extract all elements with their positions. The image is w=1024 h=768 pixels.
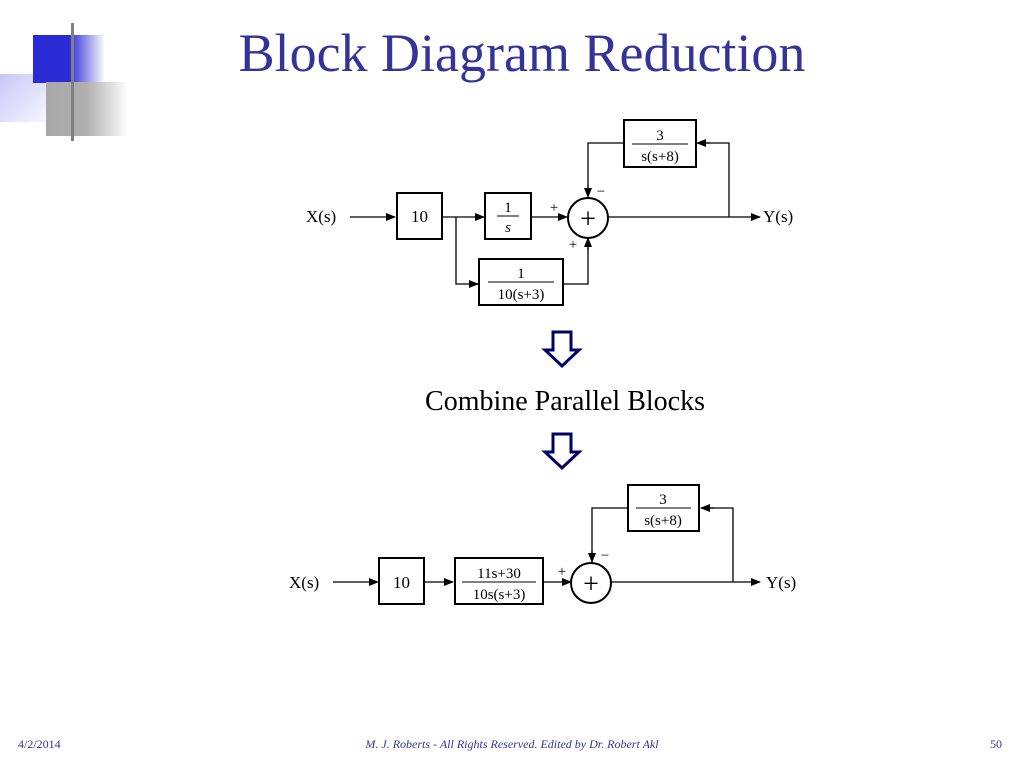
top-parallel-num: 1	[517, 266, 525, 282]
footer-copyright: M. J. Roberts - All Rights Reserved. Edi…	[365, 737, 659, 751]
logo-blue-square	[33, 35, 105, 83]
top-input-label: X(s)	[306, 207, 336, 226]
bottom-combined-num: 11s+30	[477, 566, 521, 582]
top-feedback-line	[700, 142, 730, 217]
down-arrow-icon	[541, 330, 583, 369]
top-diagram: X(s) 10 1 s 1 10(s+3) + + − + Y(s) 3 s(s…	[306, 119, 793, 306]
top-parallel-to-summer-line	[563, 242, 589, 285]
bottom-feedback-num: 3	[659, 492, 667, 508]
top-summer-sign-top: −	[597, 184, 605, 200]
top-summer-sign-left: +	[550, 200, 558, 216]
down-arrow-2	[541, 432, 583, 471]
top-gain-block	[396, 192, 443, 240]
bottom-feedback-line	[704, 507, 734, 582]
down-arrow-1	[541, 330, 583, 369]
top-integrator-den: s	[505, 220, 511, 236]
down-arrow-icon	[541, 432, 583, 471]
top-parallel-block	[478, 258, 564, 306]
top-parallel-den: 10(s+3)	[498, 287, 545, 303]
top-integrator-block	[484, 192, 532, 240]
logo-gray-square	[46, 82, 128, 136]
bottom-output-label: Y(s)	[766, 573, 796, 592]
top-feedback-return-line	[587, 142, 624, 194]
step-caption: Combine Parallel Blocks	[425, 386, 705, 417]
bottom-summing-junction	[570, 562, 612, 604]
top-parallel-branch-line	[455, 217, 478, 285]
bottom-gain-block	[378, 557, 425, 605]
bottom-combined-block	[454, 557, 544, 605]
bottom-input-label: X(s)	[289, 573, 319, 592]
top-gain-label: 10	[411, 207, 428, 226]
footer-date: 4/2/2014	[18, 737, 61, 751]
bottom-summer-sign-left: +	[558, 564, 566, 580]
bottom-feedback-return-line	[591, 507, 628, 559]
slide-title: Block Diagram Reduction	[238, 23, 806, 83]
bottom-feedback-den: s(s+8)	[644, 513, 682, 529]
top-summer-symbol: +	[580, 204, 596, 235]
bottom-combined-den: 10s(s+3)	[473, 587, 526, 603]
top-summing-junction	[567, 197, 609, 239]
slide-logo-decoration	[0, 0, 140, 141]
bottom-summer-sign-top: −	[601, 548, 609, 564]
top-feedback-den: s(s+8)	[641, 149, 679, 165]
bottom-gain-label: 10	[393, 573, 410, 592]
top-feedback-num: 3	[656, 128, 664, 144]
top-summer-sign-bottom: +	[569, 237, 577, 253]
top-integrator-num: 1	[504, 200, 512, 216]
top-output-label: Y(s)	[763, 207, 793, 226]
footer-page-number: 50	[990, 737, 1002, 751]
logo-vertical-line	[71, 23, 74, 141]
bottom-diagram: X(s) 10 11s+30 10s(s+3) + + − Y(s) 3 s(s…	[289, 484, 796, 605]
bottom-summer-symbol: +	[583, 569, 599, 600]
